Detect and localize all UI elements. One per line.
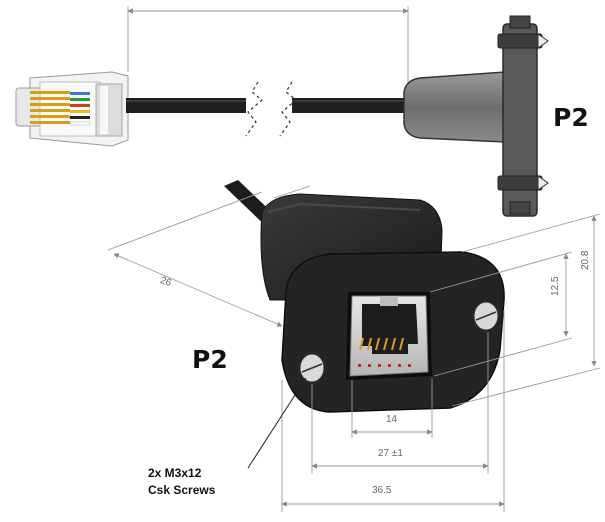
top-cable-assembly: P2 [15, 6, 589, 217]
dim-overall-height: 20.8 [580, 250, 591, 270]
break-marks [245, 81, 297, 137]
rj-plug [15, 71, 129, 147]
cable [126, 98, 410, 113]
dim-hole-spacing: 27 ±1 [378, 448, 403, 459]
top-p2-label: P2 [553, 103, 589, 132]
dim-jack-width: 14 [386, 414, 398, 425]
bottom-p2-label: P2 [192, 345, 228, 374]
screw-head-left [299, 353, 325, 383]
cable-length-dimension [127, 6, 409, 88]
screw-note-line1: 2x M3x12 [148, 466, 202, 480]
screw-note-line2: Csk Screws [148, 483, 216, 497]
dim-depth: 26 [159, 275, 174, 289]
dim-jack-height: 12.5 [550, 276, 561, 296]
panel-mount-side-view [403, 15, 549, 217]
dim-overall-width: 36.5 [372, 485, 392, 496]
iso-dimension-lines [107, 185, 601, 512]
panel-mount-iso-view [224, 180, 505, 413]
screw-head-right [473, 301, 499, 331]
